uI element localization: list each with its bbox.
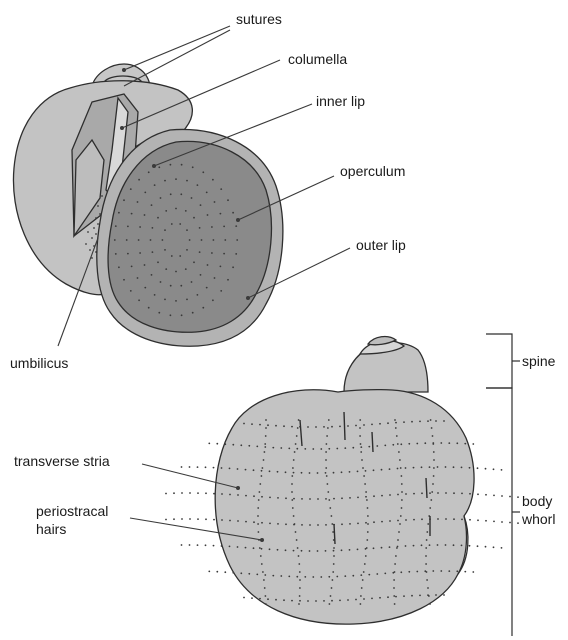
operculum (108, 141, 271, 332)
label-outer-lip: outer lip (356, 237, 406, 253)
label-operculum: operculum (340, 163, 405, 179)
label-spine: spine (522, 353, 556, 369)
label-transverse-stria: transverse stria (14, 453, 110, 469)
bottom-shell (165, 337, 519, 625)
leader-sutures-1 (124, 26, 230, 70)
region-brackets (486, 334, 520, 636)
spine-bracket (486, 334, 512, 388)
top-shell (13, 64, 282, 346)
label-columella: columella (288, 51, 347, 67)
label-inner-lip: inner lip (316, 93, 365, 109)
label-hairs: hairs (36, 521, 66, 537)
label-whorl: whorl (521, 511, 555, 527)
body-whorl-bracket (486, 388, 512, 636)
leader-sutures-2 (124, 30, 230, 86)
label-body: body (522, 493, 552, 509)
label-umbilicus: umbilicus (10, 355, 68, 371)
label-sutures: sutures (236, 11, 282, 27)
label-periostracal: periostracal (36, 503, 108, 519)
